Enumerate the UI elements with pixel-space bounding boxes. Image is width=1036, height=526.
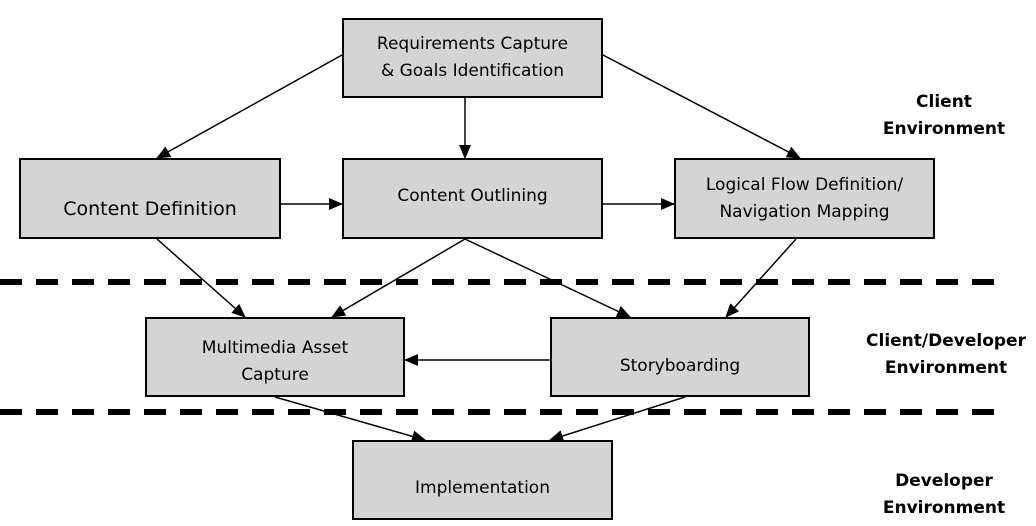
arrow-logical-flow-to-storyboarding [725,238,797,318]
zone-client-developer-line2: Environment [884,358,1008,378]
node-implementation-label: Implementation [415,477,550,498]
zone-label-client-developer: Client/Developer Environment [856,328,1036,382]
arrow-multimedia-asset-to-implementation [274,396,426,443]
node-multimedia-asset-line2: Capture [241,365,309,385]
zone-label-client: Client Environment [874,89,1014,143]
node-requirements-capture: Requirements Capture & Goals Identificati… [342,18,603,98]
node-content-definition: Content Definition [19,158,281,239]
node-storyboarding: Storyboarding [550,317,810,397]
arrow-requirements-to-content-definition [156,54,343,159]
node-requirements-line2: & Goals Identification [380,61,565,81]
node-logical-flow-line2: Navigation Mapping [719,201,890,222]
node-content-outlining: Content Outlining [342,158,603,239]
zone-developer-line2: Environment [882,498,1006,518]
node-multimedia-asset-line1: Multimedia Asset [201,338,349,358]
edges-layer [156,54,801,443]
arrow-content-outlining-to-multimedia-asset [331,238,466,318]
node-logical-flow-definition: Logical Flow Definition/Navigation Mappi… [674,158,935,239]
arrow-content-outlining-to-storyboarding [464,238,631,318]
zone-client-developer-line1: Client/Developer [866,331,1026,351]
zone-client-line1: Client [916,92,972,112]
node-storyboarding-label: Storyboarding [619,355,741,376]
arrow-storyboarding-to-implementation [549,396,686,442]
zone-developer-line1: Developer [895,471,993,491]
node-requirements-line1: Requirements Capture [376,34,569,54]
node-logical-flow-line1: Logical Flow Definition/ [705,174,904,195]
arrow-content-definition-to-multimedia-asset [156,238,246,318]
node-content-outlining-label: Content Outlining [397,186,548,206]
zone-label-developer: Developer Environment [874,468,1014,522]
arrow-requirements-to-logical-flow [602,54,801,159]
node-content-definition-label: Content Definition [63,198,237,220]
zone-client-line2: Environment [882,119,1006,139]
node-implementation: Implementation [352,440,613,520]
